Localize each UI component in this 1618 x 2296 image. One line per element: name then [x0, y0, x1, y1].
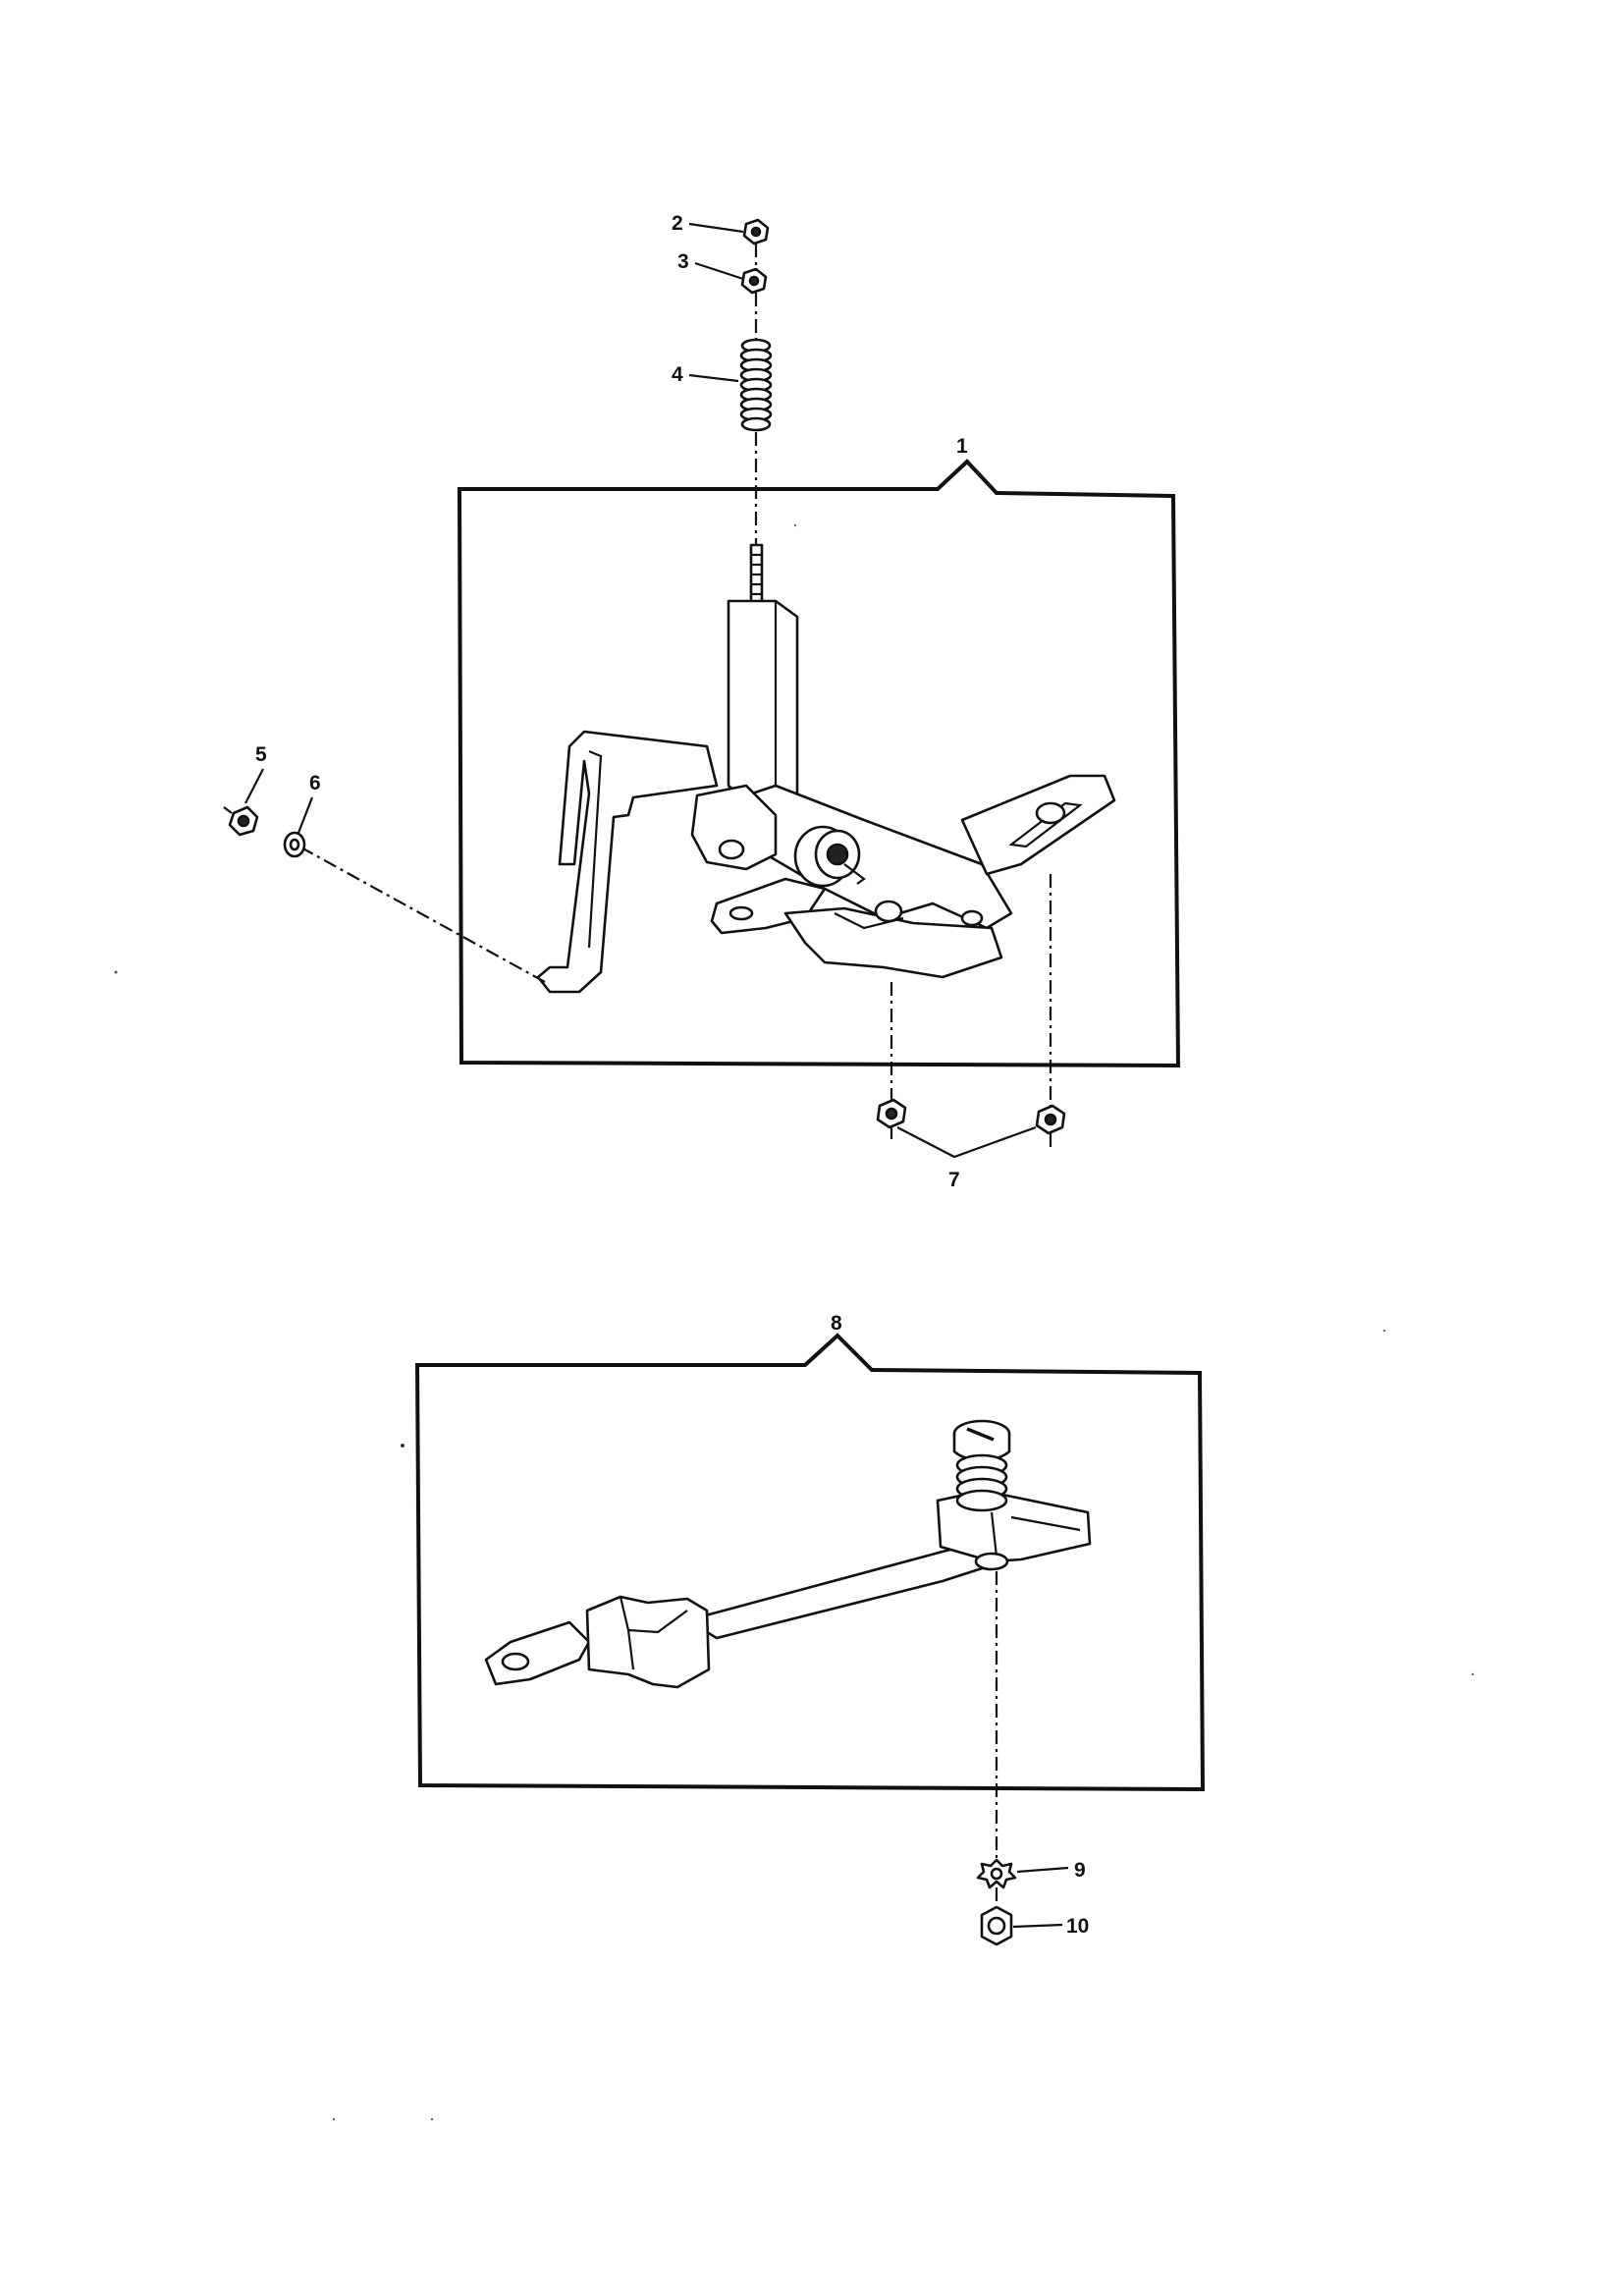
lower-assembly-frame	[414, 1333, 1206, 1792]
callout-8: 8	[831, 1312, 842, 1335]
callout-2: 2	[672, 212, 683, 235]
spring-4: 4	[672, 338, 773, 432]
callout-3: 3	[677, 250, 689, 273]
lower-assembly: 8	[414, 1312, 1206, 1946]
nut-7: 7	[876, 1098, 1066, 1191]
callout-5: 5	[255, 743, 267, 766]
callout-9: 9	[1074, 1859, 1086, 1882]
callout-4: 4	[672, 363, 683, 386]
lever-mechanism	[536, 543, 1116, 994]
nut-3: 3	[677, 250, 768, 295]
upper-assembly: 1 2 3 4	[223, 212, 1181, 1191]
washer-9: 9	[976, 1858, 1086, 1889]
upper-assembly-frame	[457, 459, 1181, 1068]
nut-5: 5	[223, 743, 267, 837]
callout-6: 6	[309, 772, 321, 794]
callout-10: 10	[1066, 1915, 1089, 1938]
callout-1: 1	[956, 435, 968, 458]
nut-10: 10	[980, 1905, 1089, 1946]
callout-7: 7	[948, 1169, 960, 1191]
nut-2: 2	[672, 212, 770, 246]
scan-specks	[114, 523, 1475, 2121]
adjusting-lever	[484, 1419, 1092, 1689]
washer-6: 6	[283, 772, 321, 858]
